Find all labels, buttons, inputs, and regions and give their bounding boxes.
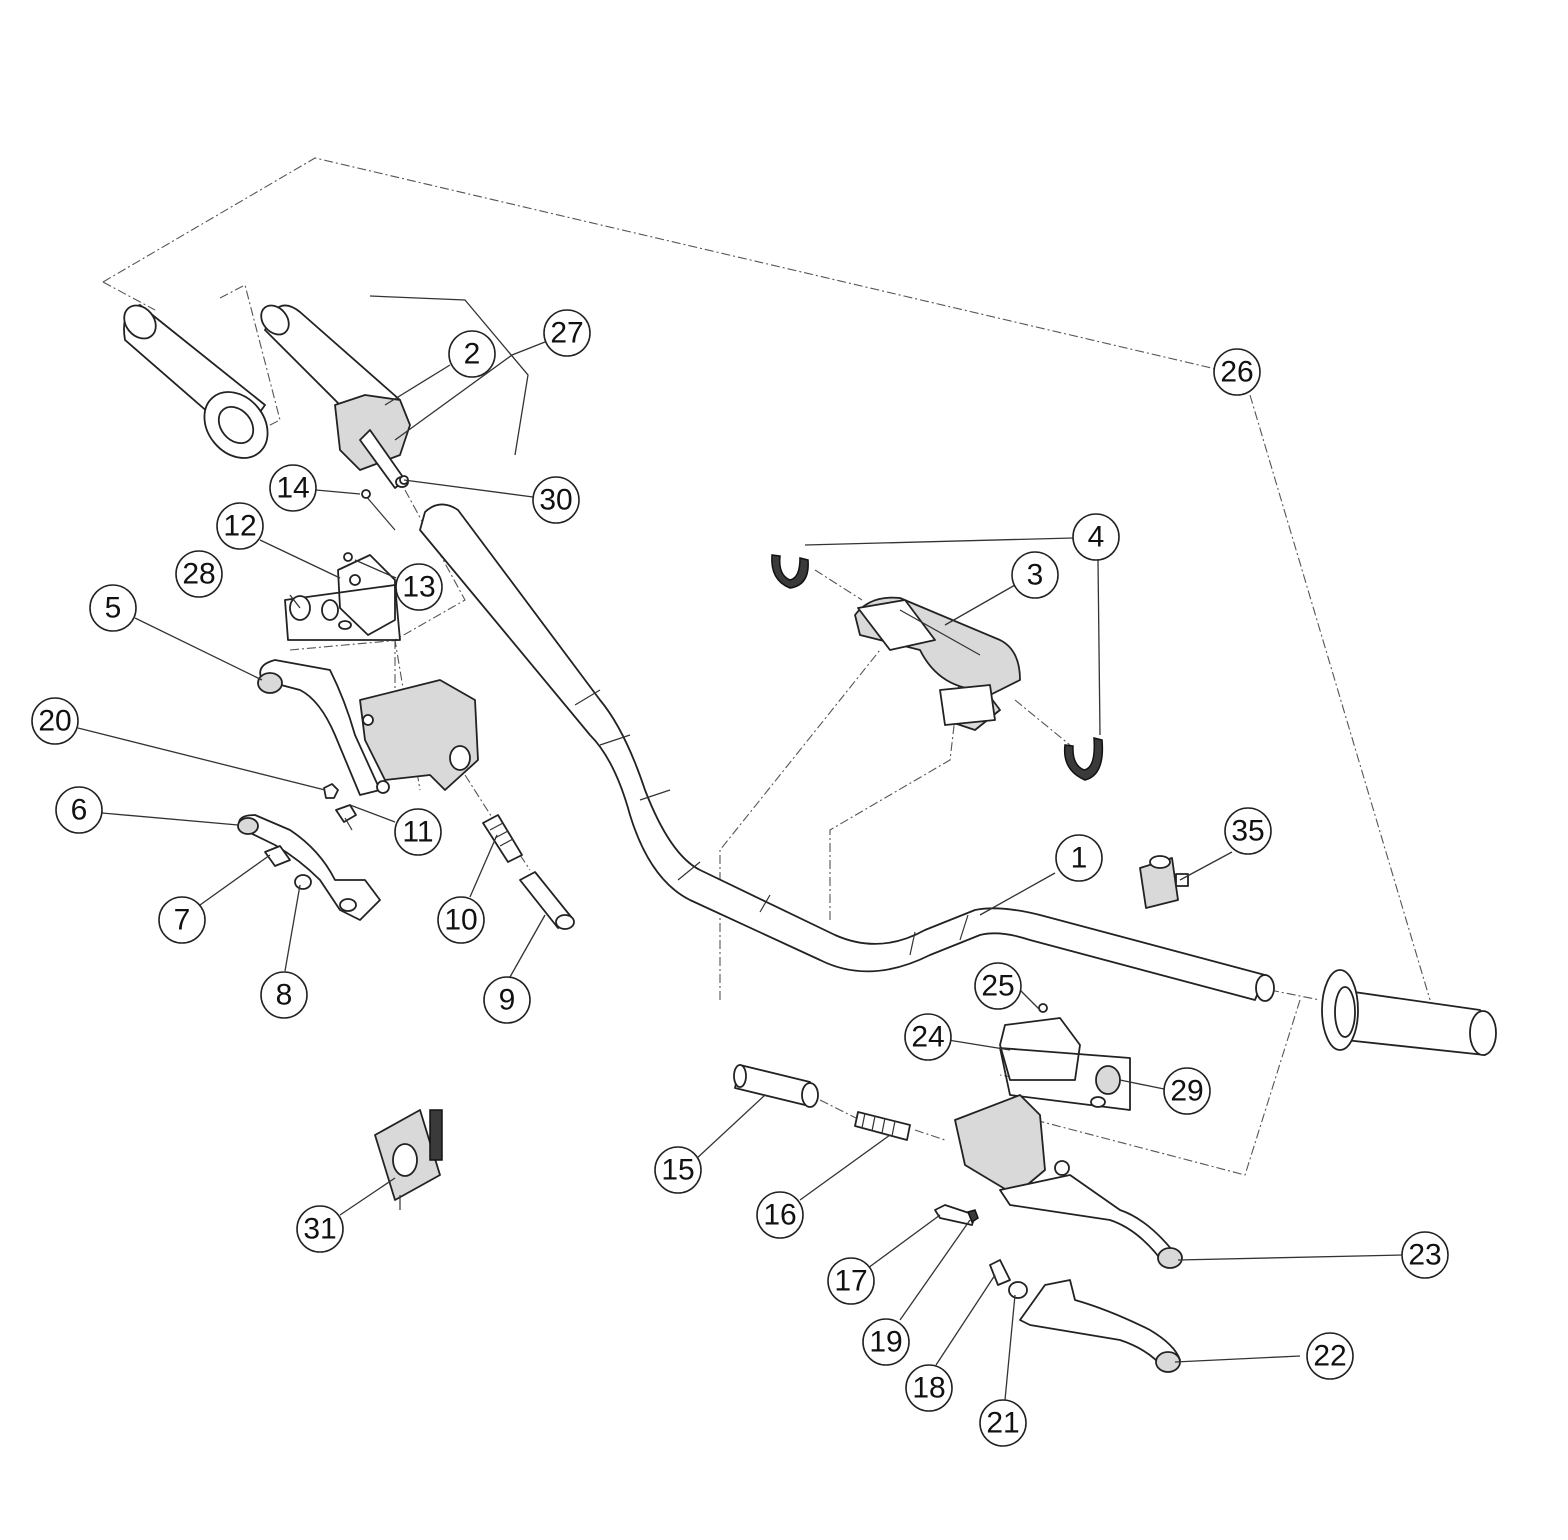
bolt-17-nut-19 bbox=[934, 1204, 979, 1226]
callout-31-label: 31 bbox=[303, 1213, 336, 1246]
callout-11: 11 bbox=[394, 808, 442, 856]
callout-20: 20 bbox=[31, 697, 79, 745]
callout-27-label: 27 bbox=[550, 317, 583, 350]
callout-29-label: 29 bbox=[1170, 1075, 1203, 1108]
clutch-lever-6 bbox=[237, 814, 381, 921]
brake-assembly bbox=[954, 1094, 1183, 1269]
callout-22-label: 22 bbox=[1313, 1340, 1346, 1373]
callout-30: 30 bbox=[532, 476, 580, 524]
callout-3-label: 3 bbox=[1027, 559, 1044, 592]
reservoir-cap-left bbox=[284, 552, 401, 641]
callout-9: 9 bbox=[483, 976, 531, 1024]
assembly-lines bbox=[102, 157, 1431, 1176]
callout-19: 19 bbox=[862, 1318, 910, 1366]
callout-35-label: 35 bbox=[1231, 815, 1264, 848]
callout-31: 31 bbox=[296, 1205, 344, 1253]
callout-15-label: 15 bbox=[661, 1154, 694, 1187]
callout-19-label: 19 bbox=[869, 1326, 902, 1359]
pin-14 bbox=[361, 489, 396, 531]
callout-7-label: 7 bbox=[174, 904, 191, 937]
callout-6-label: 6 bbox=[71, 794, 88, 827]
callout-28-label: 28 bbox=[182, 558, 215, 591]
switch-35 bbox=[1139, 855, 1189, 909]
callout-35: 35 bbox=[1224, 807, 1272, 855]
callout-27: 27 bbox=[543, 309, 591, 357]
callout-8: 8 bbox=[260, 971, 308, 1019]
callout-3: 3 bbox=[1011, 551, 1059, 599]
callouts: 1 2 3 4 5 6 7 8 9 10 11 12 13 14 15 16 1… bbox=[31, 309, 1449, 1447]
callout-25-label: 25 bbox=[981, 970, 1014, 1003]
callout-10-label: 10 bbox=[444, 904, 477, 937]
callout-12: 12 bbox=[216, 502, 264, 550]
callout-4-label: 4 bbox=[1088, 521, 1105, 554]
callout-5: 5 bbox=[89, 584, 137, 632]
callout-15: 15 bbox=[654, 1146, 702, 1194]
cable-strap-bottom bbox=[1063, 737, 1104, 781]
callout-7: 7 bbox=[158, 896, 206, 944]
callout-8-label: 8 bbox=[276, 979, 293, 1012]
callout-10: 10 bbox=[437, 896, 485, 944]
callout-2-label: 2 bbox=[464, 338, 481, 371]
callout-6: 6 bbox=[55, 786, 103, 834]
callout-22: 22 bbox=[1306, 1332, 1354, 1380]
callout-26: 26 bbox=[1213, 348, 1261, 396]
callout-21: 21 bbox=[979, 1399, 1027, 1447]
callout-28: 28 bbox=[175, 550, 223, 598]
callout-12-label: 12 bbox=[223, 510, 256, 543]
callout-4: 4 bbox=[1072, 513, 1120, 561]
callout-25: 25 bbox=[974, 962, 1022, 1010]
callout-29: 29 bbox=[1163, 1067, 1211, 1115]
callout-17: 17 bbox=[827, 1257, 875, 1305]
callout-14-label: 14 bbox=[276, 472, 309, 505]
bar-clamp bbox=[854, 596, 1021, 731]
callout-1-label: 1 bbox=[1071, 842, 1088, 875]
callout-16: 16 bbox=[756, 1191, 804, 1239]
callout-26-label: 26 bbox=[1220, 356, 1253, 389]
callout-18-label: 18 bbox=[912, 1372, 945, 1405]
callout-21-label: 21 bbox=[986, 1407, 1019, 1440]
right-grip bbox=[1321, 969, 1497, 1056]
callout-24-label: 24 bbox=[911, 1021, 944, 1054]
callout-23: 23 bbox=[1401, 1231, 1449, 1279]
throttle-grip bbox=[260, 304, 411, 489]
callout-13: 13 bbox=[395, 563, 443, 611]
cable-strap-top bbox=[771, 554, 809, 589]
callout-23-label: 23 bbox=[1408, 1239, 1441, 1272]
callout-9-label: 9 bbox=[499, 984, 516, 1017]
clutch-assembly bbox=[257, 659, 479, 796]
part-drawings bbox=[123, 304, 1497, 1373]
callout-20-label: 20 bbox=[38, 705, 71, 738]
spring-sleeve-left bbox=[482, 814, 575, 930]
callout-11-label: 11 bbox=[402, 816, 433, 849]
switch-housing-31 bbox=[374, 1109, 443, 1210]
callout-17-label: 17 bbox=[834, 1265, 867, 1298]
callout-24: 24 bbox=[904, 1013, 952, 1061]
callout-16-label: 16 bbox=[763, 1199, 796, 1232]
sleeve-spring-right bbox=[733, 1064, 911, 1141]
callout-18: 18 bbox=[905, 1364, 953, 1412]
callout-30-label: 30 bbox=[539, 484, 572, 517]
callout-13-label: 13 bbox=[402, 571, 435, 604]
left-grip bbox=[123, 304, 269, 459]
callout-1: 1 bbox=[1055, 834, 1103, 882]
handlebar bbox=[419, 503, 1275, 1002]
callout-14: 14 bbox=[269, 464, 317, 512]
bolt-11-nut-20 bbox=[323, 783, 357, 831]
reservoir-cap-right bbox=[999, 1003, 1131, 1111]
pivot-7-8 bbox=[264, 845, 312, 890]
callout-5-label: 5 bbox=[105, 592, 122, 625]
callout-2: 2 bbox=[448, 330, 496, 378]
leader-lines bbox=[77, 295, 1403, 1401]
brake-lever-22 bbox=[989, 1259, 1181, 1373]
